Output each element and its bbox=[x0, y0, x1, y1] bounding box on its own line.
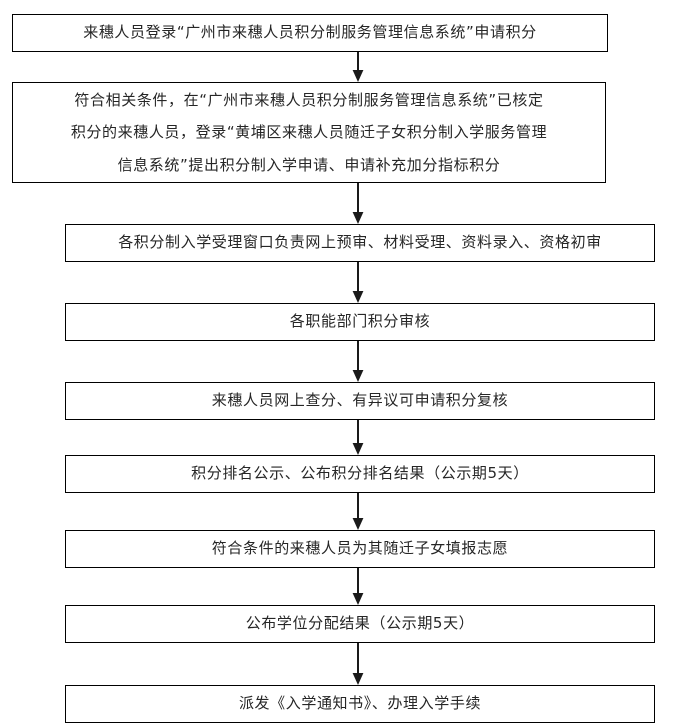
flow-arrow-4 bbox=[349, 341, 367, 382]
flow-arrow-2 bbox=[349, 183, 367, 224]
flow-node-step-8[interactable]: 公布学位分配结果（公示期5天） bbox=[65, 605, 655, 643]
flow-arrow-6 bbox=[349, 493, 367, 530]
flow-node-step-2[interactable]: 符合相关条件，在“广州市来穗人员积分制服务管理信息系统”已核定 积分的来穗人员，… bbox=[12, 82, 606, 183]
flow-node-step-6[interactable]: 积分排名公示、公布积分排名结果（公示期5天） bbox=[65, 455, 655, 493]
flow-arrow-1 bbox=[349, 52, 367, 82]
flow-node-step-1-label: 来穗人员登录“广州市来穗人员积分制服务管理信息系统”申请积分 bbox=[83, 23, 537, 42]
flow-node-step-3-label: 各积分制入学受理窗口负责网上预审、材料受理、资料录入、资格初审 bbox=[118, 233, 602, 252]
flow-node-step-9[interactable]: 派发《入学通知书》、办理入学手续 bbox=[65, 685, 655, 723]
flow-node-step-4-label: 各职能部门积分审核 bbox=[289, 312, 431, 331]
flow-node-step-5-label: 来穗人员网上查分、有异议可申请积分复核 bbox=[211, 391, 509, 410]
flow-arrow-3 bbox=[349, 262, 367, 303]
flow-node-step-5[interactable]: 来穗人员网上查分、有异议可申请积分复核 bbox=[65, 382, 655, 420]
flow-node-step-8-label: 公布学位分配结果（公示期5天） bbox=[245, 614, 475, 633]
flow-node-step-2-label: 符合相关条件，在“广州市来穗人员积分制服务管理信息系统”已核定 积分的来穗人员，… bbox=[70, 91, 548, 174]
flow-node-step-1[interactable]: 来穗人员登录“广州市来穗人员积分制服务管理信息系统”申请积分 bbox=[12, 14, 608, 52]
flow-node-step-4[interactable]: 各职能部门积分审核 bbox=[65, 303, 655, 341]
flow-node-step-9-label: 派发《入学通知书》、办理入学手续 bbox=[238, 694, 482, 713]
flow-arrow-8 bbox=[349, 643, 367, 685]
flow-node-step-6-label: 积分排名公示、公布积分排名结果（公示期5天） bbox=[191, 464, 529, 483]
flow-arrow-7 bbox=[349, 568, 367, 605]
flow-node-step-3[interactable]: 各积分制入学受理窗口负责网上预审、材料受理、资料录入、资格初审 bbox=[65, 224, 655, 262]
flow-node-step-7[interactable]: 符合条件的来穗人员为其随迁子女填报志愿 bbox=[65, 530, 655, 568]
flow-arrow-5 bbox=[349, 420, 367, 455]
flow-node-step-7-label: 符合条件的来穗人员为其随迁子女填报志愿 bbox=[211, 539, 509, 558]
